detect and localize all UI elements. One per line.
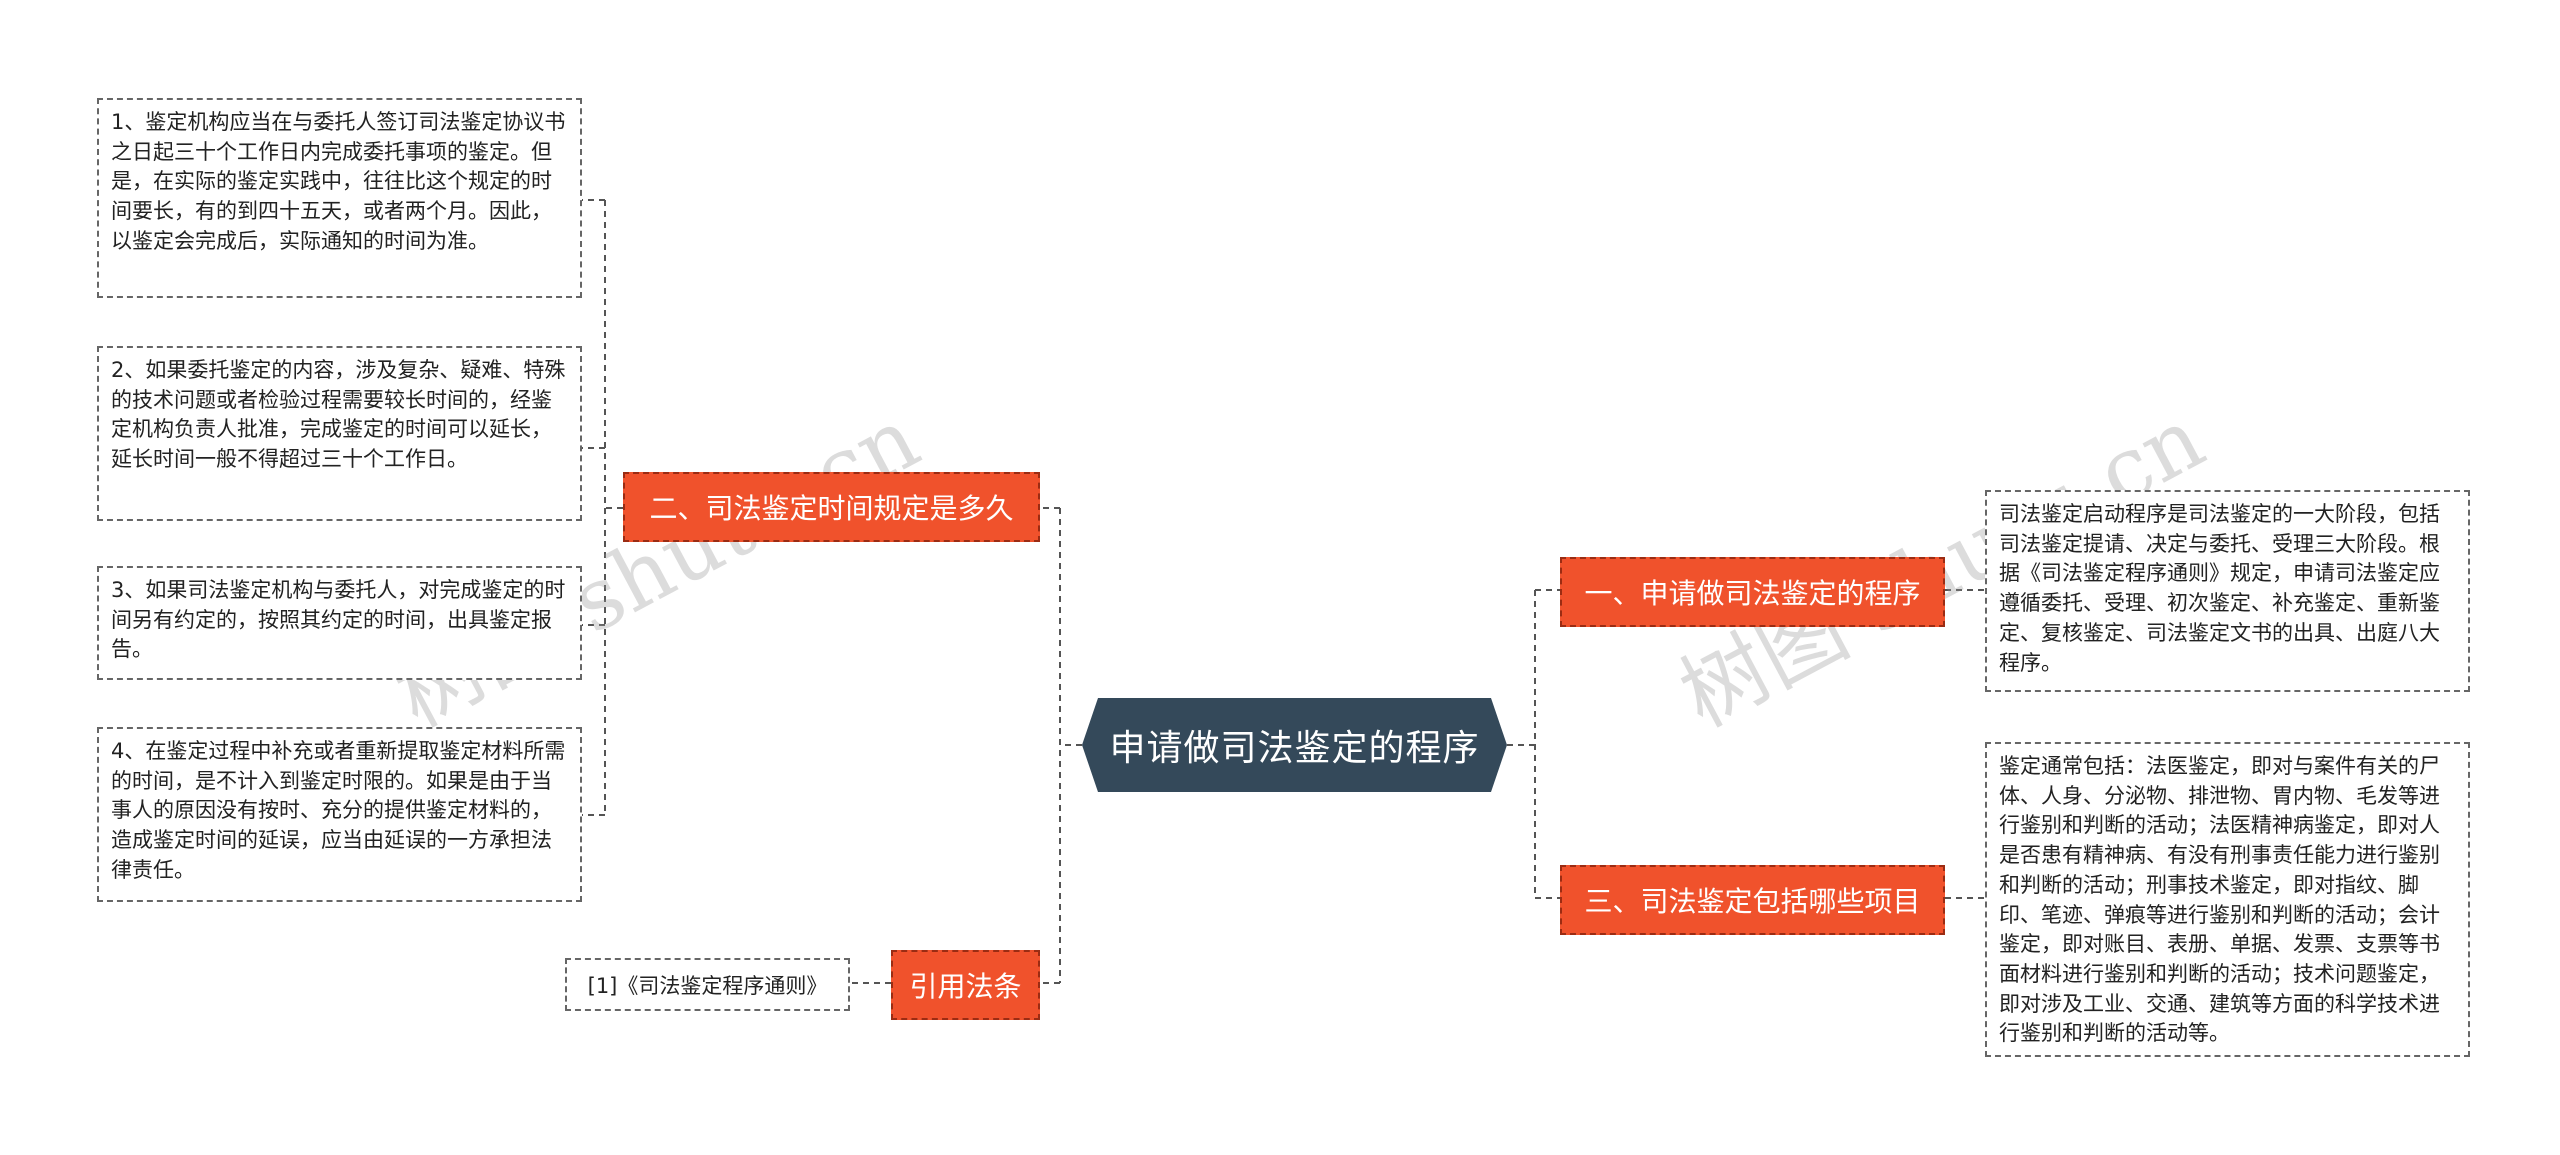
leaf-time-2[interactable]: 2、如果委托鉴定的内容，涉及复杂、疑难、特殊的技术问题或者检验过程需要较长时间的… <box>97 346 582 521</box>
branch-procedure[interactable]: 一、申请做司法鉴定的程序 <box>1560 557 1945 627</box>
leaf-text: 鉴定通常包括：法医鉴定，即对与案件有关的尸体、人身、分泌物、排泄物、胃内物、毛发… <box>1999 754 2440 1046</box>
leaf-citation[interactable]: [1]《司法鉴定程序通则》 <box>565 958 850 1011</box>
leaf-items[interactable]: 鉴定通常包括：法医鉴定，即对与案件有关的尸体、人身、分泌物、排泄物、胃内物、毛发… <box>1985 742 2470 1057</box>
branch-label: 引用法条 <box>909 970 1022 1003</box>
leaf-text: 4、在鉴定过程中补充或者重新提取鉴定材料所需的时间，是不计入到鉴定时限的。如果是… <box>111 739 566 882</box>
leaf-time-1[interactable]: 1、鉴定机构应当在与委托人签订司法鉴定协议书之日起三十个工作日内完成委托事项的鉴… <box>97 98 582 298</box>
leaf-text: 1、鉴定机构应当在与委托人签订司法鉴定协议书之日起三十个工作日内完成委托事项的鉴… <box>111 110 566 253</box>
central-topic[interactable]: 申请做司法鉴定的程序 <box>1082 698 1507 792</box>
central-topic-label: 申请做司法鉴定的程序 <box>1109 728 1480 769</box>
branch-time-rules[interactable]: 二、司法鉴定时间规定是多久 <box>623 472 1040 542</box>
leaf-text: [1]《司法鉴定程序通则》 <box>587 973 828 998</box>
leaf-text: 3、如果司法鉴定机构与委托人，对完成鉴定的时间另有约定的，按照其约定的时间，出具… <box>111 578 566 662</box>
branch-label: 二、司法鉴定时间规定是多久 <box>649 492 1014 525</box>
branch-label: 三、司法鉴定包括哪些项目 <box>1584 885 1921 918</box>
branch-label: 一、申请做司法鉴定的程序 <box>1584 577 1921 610</box>
leaf-time-4[interactable]: 4、在鉴定过程中补充或者重新提取鉴定材料所需的时间，是不计入到鉴定时限的。如果是… <box>97 727 582 902</box>
branch-items[interactable]: 三、司法鉴定包括哪些项目 <box>1560 865 1945 935</box>
branch-citation[interactable]: 引用法条 <box>891 950 1040 1020</box>
leaf-text: 2、如果委托鉴定的内容，涉及复杂、疑难、特殊的技术问题或者检验过程需要较长时间的… <box>111 358 566 472</box>
leaf-procedure[interactable]: 司法鉴定启动程序是司法鉴定的一大阶段，包括司法鉴定提请、决定与委托、受理三大阶段… <box>1985 490 2470 692</box>
leaf-time-3[interactable]: 3、如果司法鉴定机构与委托人，对完成鉴定的时间另有约定的，按照其约定的时间，出具… <box>97 566 582 680</box>
leaf-text: 司法鉴定启动程序是司法鉴定的一大阶段，包括司法鉴定提请、决定与委托、受理三大阶段… <box>1999 502 2440 675</box>
